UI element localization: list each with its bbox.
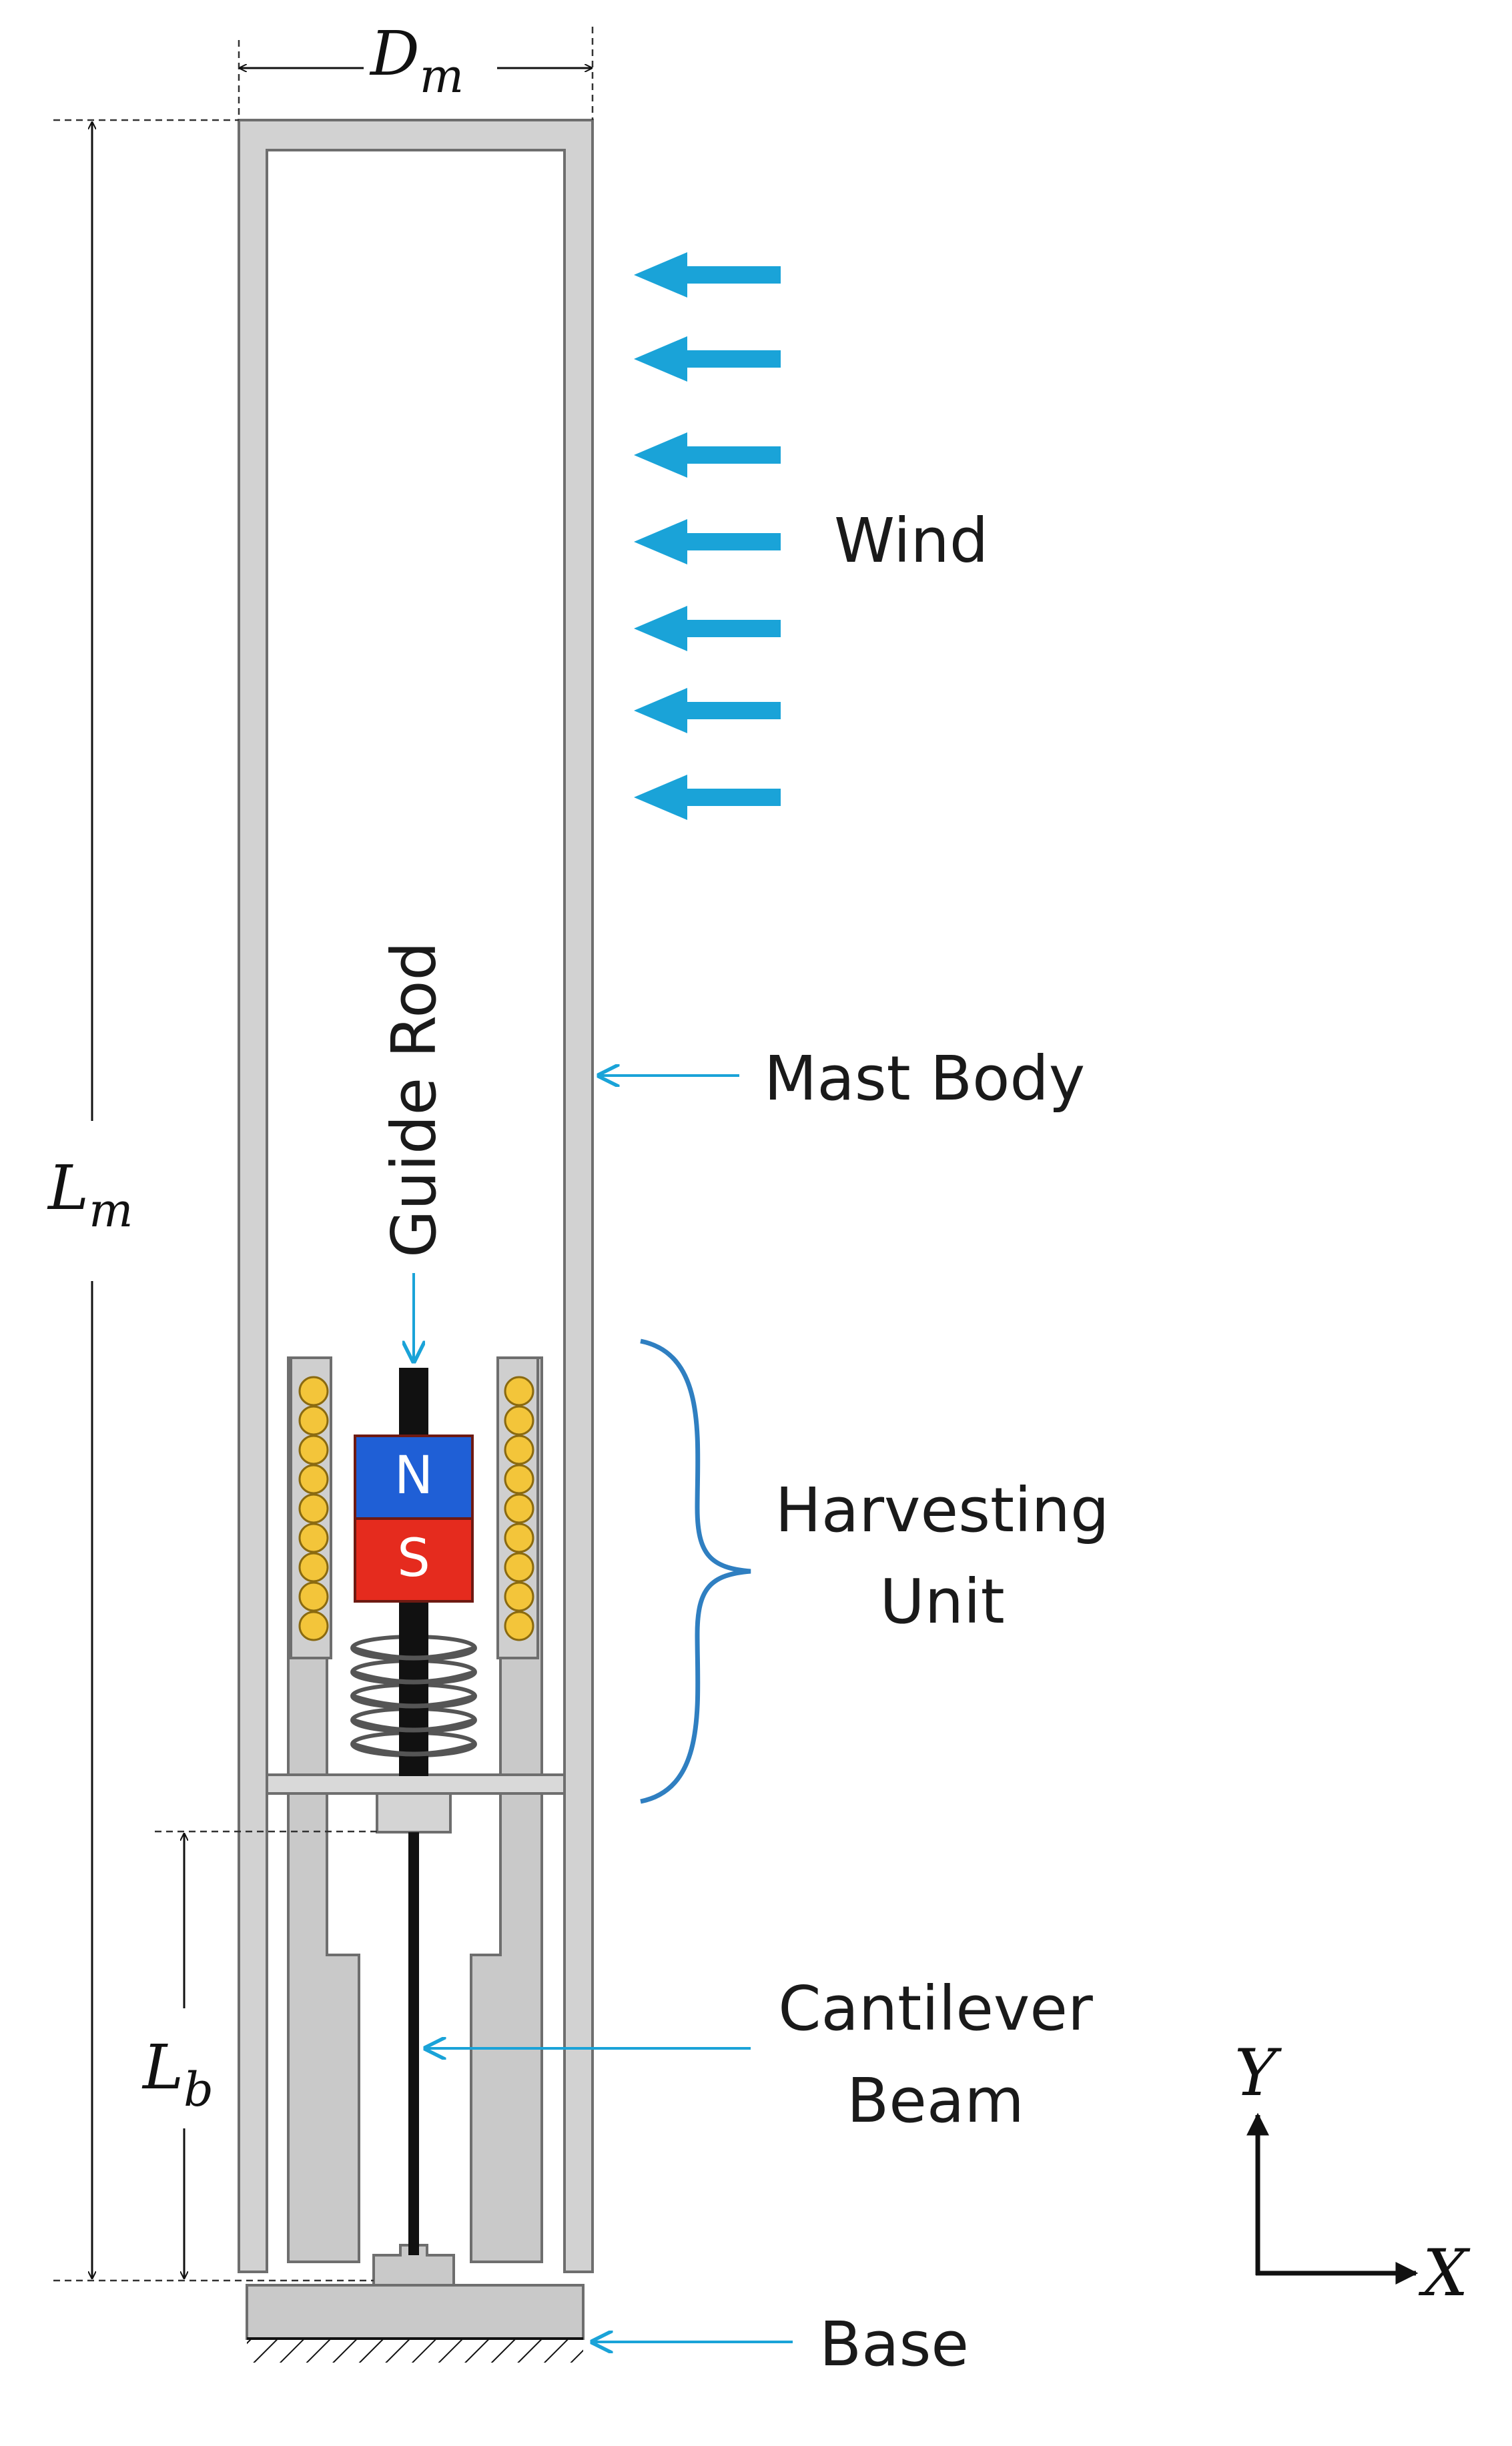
wind-arrow bbox=[634, 432, 781, 478]
coil-turn bbox=[504, 1405, 534, 1436]
base-block-group bbox=[246, 2284, 585, 2363]
coil-turn bbox=[504, 1611, 534, 1641]
coil-turn bbox=[298, 1493, 329, 1524]
cantilever-beam-label-line1: Cantilever bbox=[778, 1973, 1093, 2044]
coil-turn bbox=[504, 1464, 534, 1495]
mast-outer-wall bbox=[238, 119, 594, 2273]
coil-turn bbox=[298, 1405, 329, 1436]
coil-turn bbox=[504, 1581, 534, 1612]
base-label: Base bbox=[819, 2309, 969, 2380]
coil-turn bbox=[504, 1493, 534, 1524]
magnet: N S bbox=[354, 1435, 474, 1603]
spring-front bbox=[351, 1693, 476, 1709]
harvesting-unit-label-line2: Unit bbox=[879, 1566, 1004, 1637]
mast-length-label: Lm bbox=[47, 1152, 133, 1238]
coil-turn bbox=[298, 1611, 329, 1641]
wind-arrow bbox=[634, 336, 781, 382]
beam-clamp bbox=[376, 1792, 452, 1833]
coordinate-axes: Y X bbox=[1234, 2036, 1471, 2311]
mast-body bbox=[238, 119, 594, 2273]
harvesting-unit-label-line1: Harvesting bbox=[775, 1475, 1110, 1546]
wind-arrow bbox=[634, 606, 781, 651]
spring-front bbox=[351, 1741, 476, 1757]
harvesting-unit-brace bbox=[640, 1338, 751, 1804]
wind-arrow bbox=[634, 519, 781, 564]
spring bbox=[350, 1601, 477, 1776]
cantilever-beam bbox=[408, 1832, 419, 2255]
spring-front bbox=[351, 1717, 476, 1733]
right-coil bbox=[496, 1356, 539, 1659]
base-stem bbox=[372, 2244, 455, 2287]
diameter-label: Dm bbox=[369, 18, 464, 103]
wind-arrow bbox=[634, 252, 781, 298]
base-block bbox=[246, 2284, 585, 2340]
y-axis-label: Y bbox=[1234, 2036, 1282, 2110]
cantilever-beam-label-line2: Beam bbox=[847, 2065, 1024, 2136]
spring-front bbox=[351, 1645, 476, 1661]
wind-arrow bbox=[634, 775, 781, 820]
spring-front bbox=[351, 1669, 476, 1685]
coil-turn bbox=[504, 1376, 534, 1406]
guide-rod-label: Guide Rod bbox=[378, 941, 450, 1258]
callouts: Mast Body Guide Rod Harvesting Unit Cant… bbox=[378, 941, 1109, 2380]
dimensions: Dm Lm Lb bbox=[47, 18, 594, 2282]
wind-arrows bbox=[634, 252, 781, 820]
left-coil bbox=[290, 1356, 332, 1659]
ground-hatch bbox=[247, 2339, 583, 2363]
coil-turn bbox=[298, 1581, 329, 1612]
coil-turn bbox=[298, 1523, 329, 1553]
coil-turn bbox=[298, 1552, 329, 1583]
x-axis-label: X bbox=[1418, 2236, 1471, 2311]
wind-arrow bbox=[634, 688, 781, 733]
mast-body-label: Mast Body bbox=[764, 1043, 1085, 1114]
coil-turn bbox=[504, 1435, 534, 1465]
magnet-north-label: N bbox=[394, 1446, 433, 1506]
coil-turn bbox=[504, 1552, 534, 1583]
coil-turn bbox=[298, 1464, 329, 1495]
coil-turn bbox=[298, 1435, 329, 1465]
beam-length-label: Lb bbox=[141, 2032, 214, 2117]
coil-turn bbox=[298, 1376, 329, 1406]
coil-turn bbox=[504, 1523, 534, 1553]
coils bbox=[290, 1356, 539, 1659]
platform-plate bbox=[266, 1773, 566, 1795]
magnet-south-label: S bbox=[397, 1529, 430, 1589]
wind-label: Wind bbox=[834, 505, 988, 576]
magnet-south bbox=[354, 1517, 474, 1603]
